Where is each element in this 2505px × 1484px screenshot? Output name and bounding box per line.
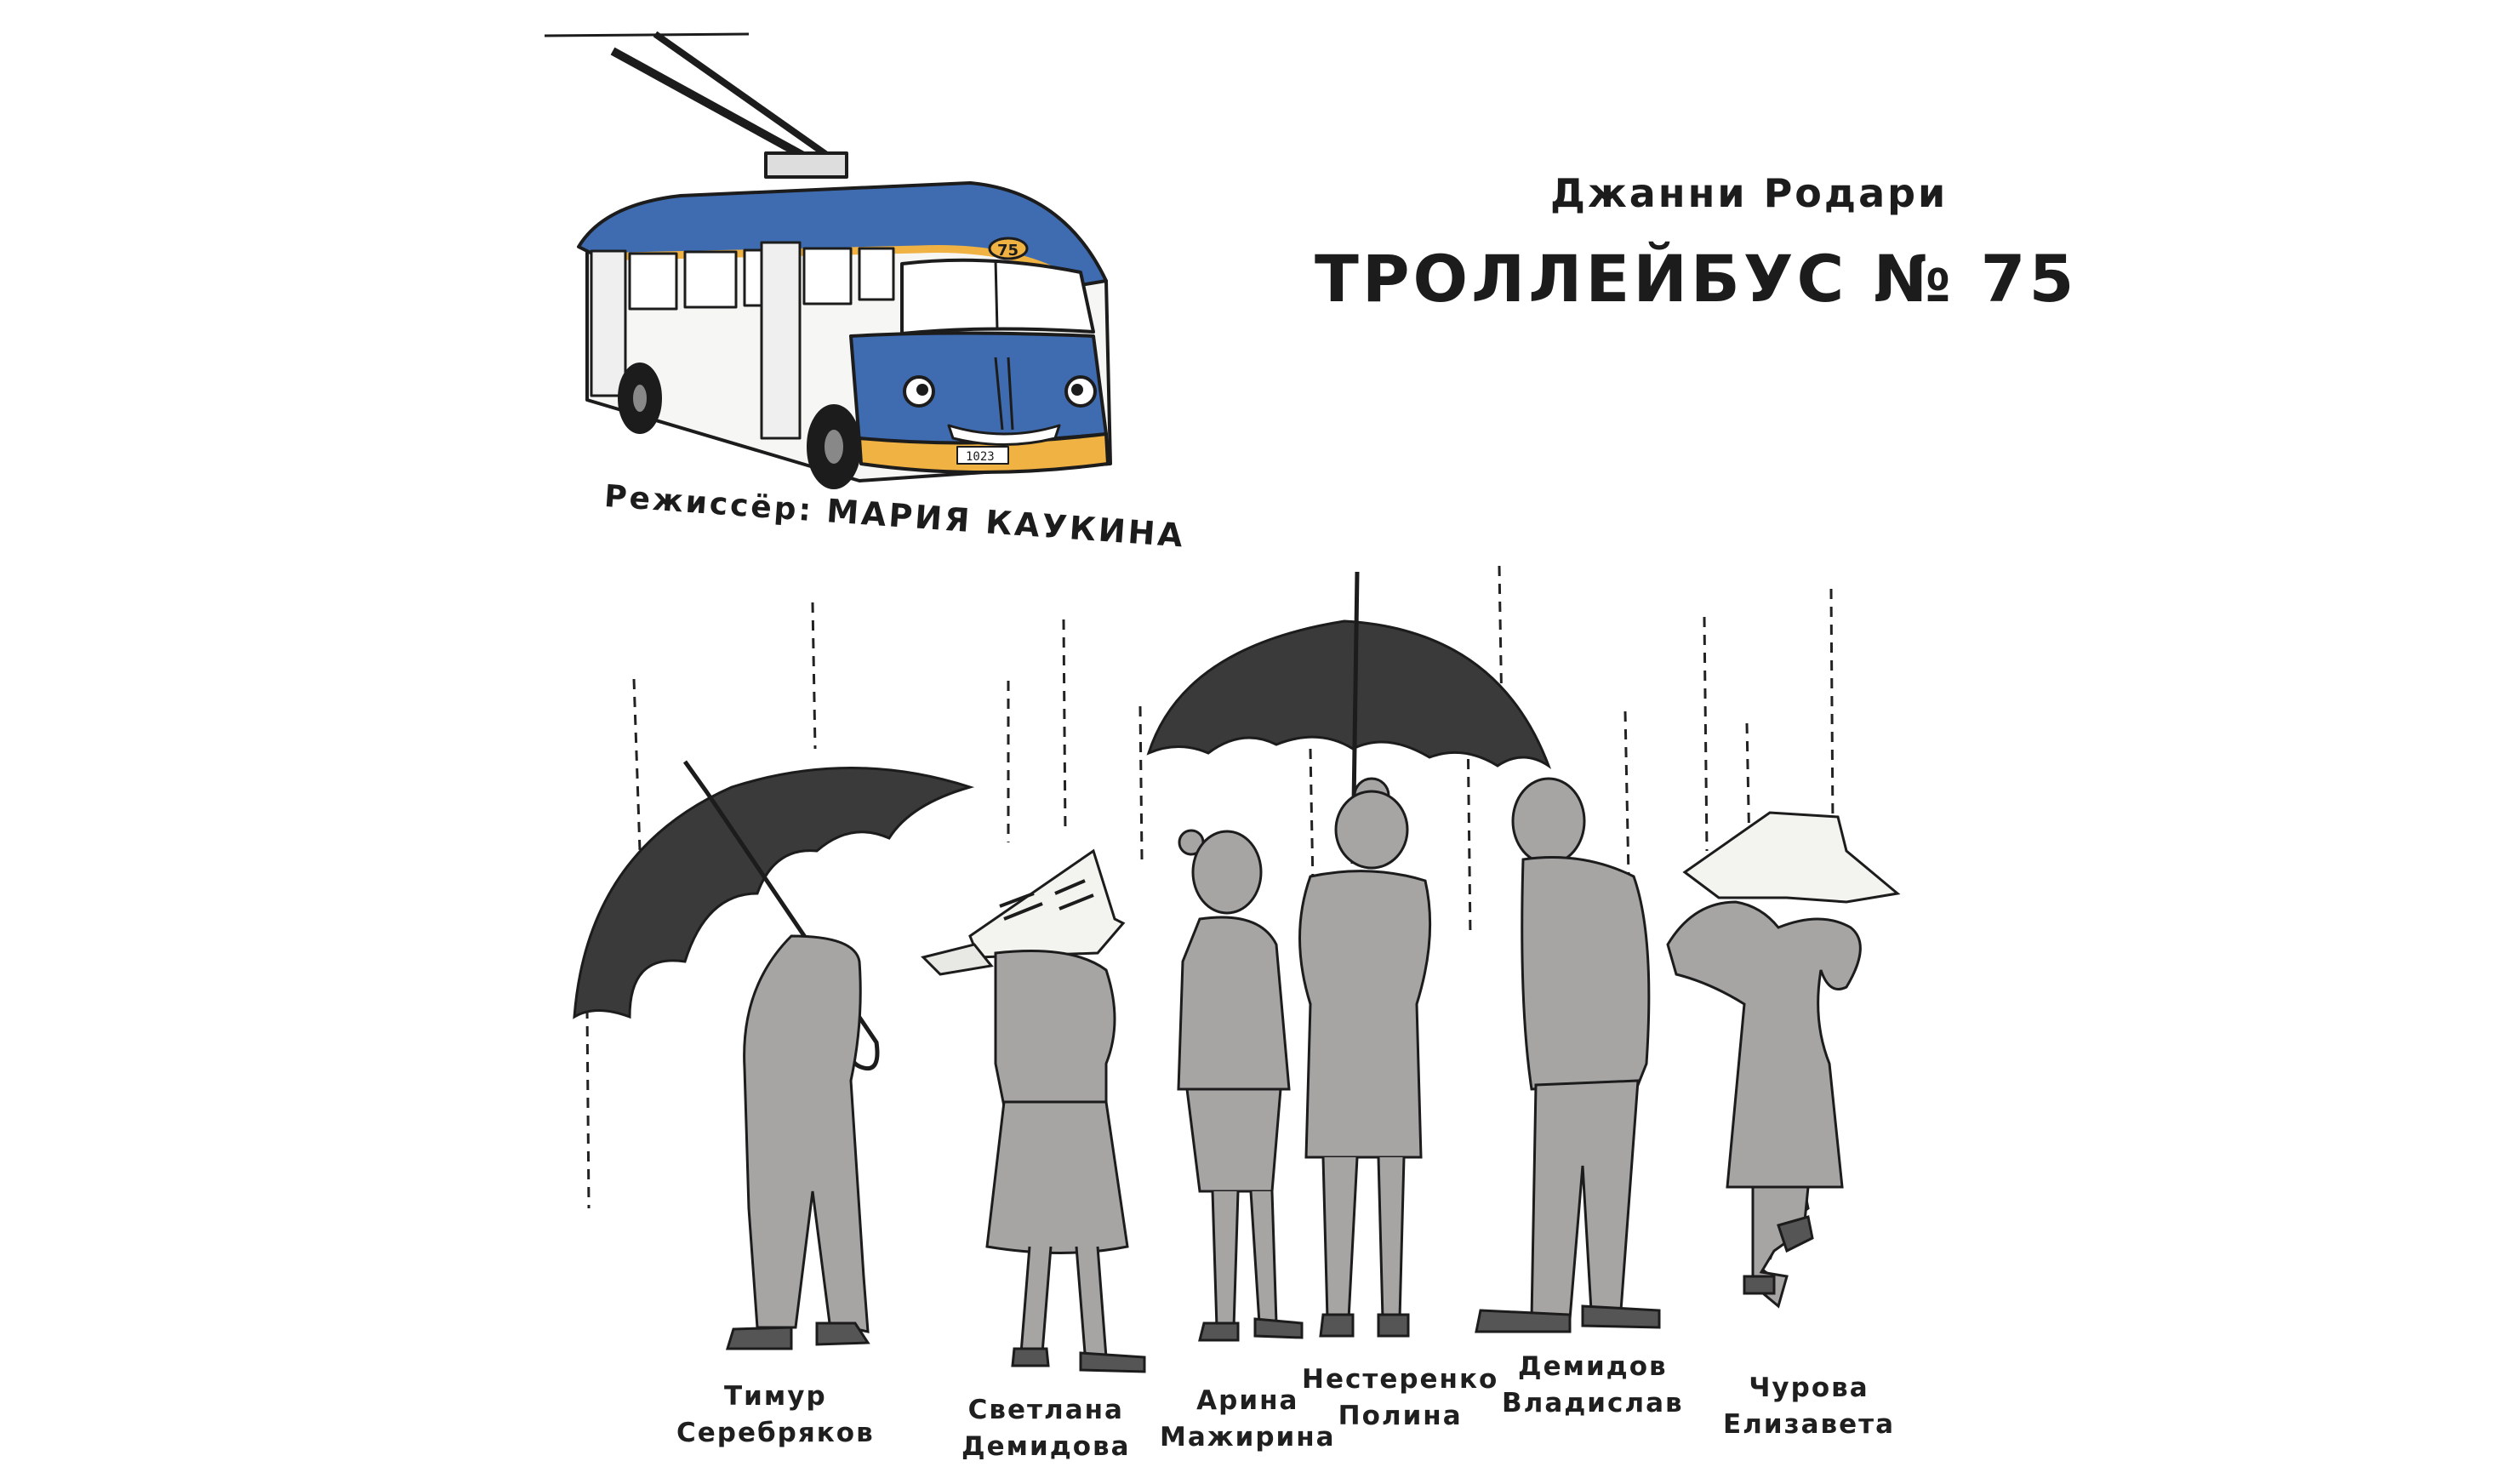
cast-line2: Серебряков [676, 1417, 875, 1448]
trolleybus: 75 1023 [544, 31, 1112, 489]
figure-elizaveta [1666, 811, 1901, 1309]
cast-line1: Тимур [724, 1381, 827, 1412]
rear-door [590, 249, 627, 397]
cast-line1: Нестеренко [1302, 1364, 1499, 1395]
cast-name-svetlana: Светлана Демидова [961, 1392, 1131, 1465]
figure-arina [1177, 829, 1304, 1342]
trolley-poles [544, 31, 848, 179]
cast-line1: Демидов [1517, 1351, 1668, 1382]
rain [585, 565, 1835, 1209]
figure-vladislav [1475, 777, 1661, 1333]
bus-smile [947, 424, 1061, 446]
cast-line2: Елизавета [1723, 1408, 1896, 1440]
licence-plate-text: 1023 [966, 450, 995, 464]
umbrella-timur [573, 767, 975, 1019]
licence-plate [956, 446, 1009, 465]
route-number-plate [988, 237, 1029, 260]
cast-name-polina: Нестеренко Полина [1302, 1361, 1498, 1435]
figure-timur [573, 760, 975, 1350]
figure-svetlana [921, 848, 1146, 1373]
cast-name-timur: Тимур Серебряков [676, 1378, 875, 1452]
newspaper-lines [999, 879, 1094, 921]
cast-name-elizaveta: Чурова Елизавета [1723, 1370, 1895, 1443]
play-title: ТРОЛЛЕЙБУС № 75 [1315, 241, 2078, 317]
cast-name-vladislav: Демидов Владислав [1502, 1349, 1684, 1422]
author-name: Джанни Родари [1550, 170, 1949, 216]
skirt-svetlana [985, 1100, 1129, 1254]
cast-name-arina: Арина Мажирина [1160, 1383, 1336, 1456]
umbrella-polina [1146, 619, 1552, 769]
middle-door [760, 241, 802, 440]
cast-line1: Чурова [1749, 1373, 1869, 1403]
cast-line2: Владислав [1502, 1387, 1684, 1418]
figure-polina [1146, 571, 1552, 1338]
cast-line1: Арина [1196, 1385, 1299, 1416]
cast-line2: Мажирина [1160, 1421, 1336, 1453]
cast-line2: Полина [1338, 1400, 1463, 1431]
cast-line2: Демидова [961, 1430, 1131, 1462]
cast-line1: Светлана [967, 1395, 1124, 1425]
route-number: 75 [997, 242, 1019, 260]
